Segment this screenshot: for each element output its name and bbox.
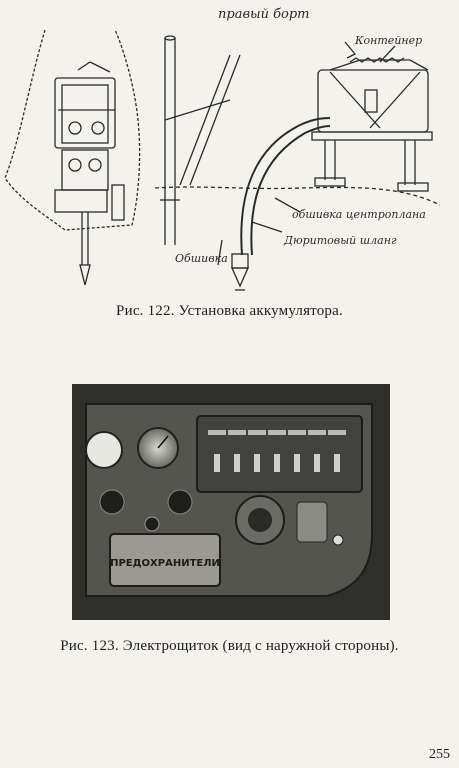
label-duralumin-hose: Дюритовый шланг (283, 234, 397, 247)
fuse-cover (109, 533, 221, 587)
hose (240, 117, 331, 256)
electrical-panel-illustration: ПРЕДОХРАНИТЕЛИ (72, 384, 390, 620)
figure-122-caption: Рис. 122. Установка аккумулятора. (116, 303, 343, 319)
container-box (317, 69, 429, 133)
figure-123-photo: ПРЕДОХРАНИТЕЛИ (72, 384, 390, 620)
page-number: 255 (429, 747, 450, 762)
label-center-section-skin: обшивка центроплана (292, 208, 426, 221)
figure-122-drawing: правый борт Контейнер обшивка центроплан… (4, 7, 441, 291)
knob-right (167, 489, 193, 515)
label-skin: Обшивка (175, 252, 228, 265)
battery-frame (54, 77, 116, 149)
socket (296, 501, 328, 543)
label-right-side: правый борт (218, 7, 310, 22)
figure-123-caption: Рис. 123. Электрощиток (вид с наружной с… (60, 638, 399, 654)
round-indicator (85, 431, 123, 469)
label-container: Контейнер (354, 34, 422, 47)
knob-left (99, 489, 125, 515)
fuselage-outline (4, 29, 141, 231)
fuse-cover-label: ПРЕДОХРАНИТЕЛИ (110, 558, 220, 569)
